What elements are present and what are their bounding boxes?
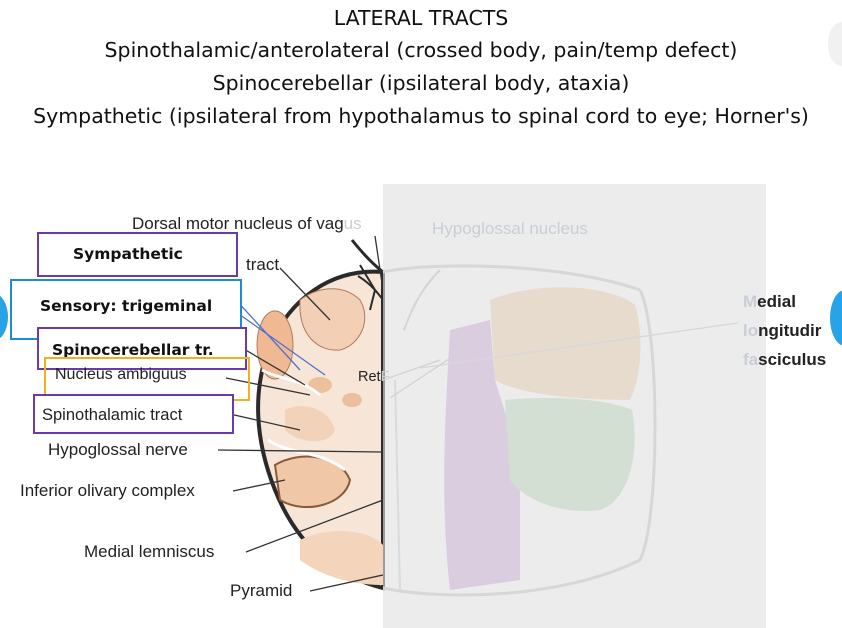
label-tract: tract	[246, 255, 280, 274]
label-mlf-line2: longitudir	[743, 321, 822, 340]
label-hypoglossal-nucleus: Hypoglossal nucleus	[432, 219, 588, 238]
label-medial-lemniscus: Medial lemniscus	[84, 542, 215, 561]
sensory-trigeminal-box-label: Sensory: trigeminal	[40, 297, 213, 315]
pyramid-region	[300, 530, 383, 585]
dorsal-nuclei-region	[299, 288, 366, 351]
next-slide-button[interactable]	[830, 290, 842, 346]
subtitle-sympathetic: Sympathetic (ipsilateral from hypothalam…	[33, 104, 809, 128]
sympathetic-box: Sympathetic	[37, 232, 238, 277]
label-inferior-olivary-complex: Inferior olivary complex	[20, 481, 195, 500]
spinocerebellar-box-label: Spinocerebellar tr.	[52, 341, 214, 359]
label-mlf-line3: fasciculus	[743, 350, 827, 369]
label-dorsal-motor-nucleus: Dorsal motor nucleus of vagus	[132, 214, 362, 233]
spinothalamic-box: Spinothalamic tract	[33, 394, 234, 434]
spinothalamic-region	[285, 406, 335, 442]
olivary-complex-region	[273, 455, 352, 509]
translucent-overlay	[383, 184, 766, 628]
label-hypoglossal-nerve: Hypoglossal nerve	[48, 440, 188, 459]
sympathetic-box-label: Sympathetic	[73, 245, 183, 263]
spinocerebellar-box: Spinocerebellar tr.	[37, 327, 247, 370]
spinothalamic-box-label: Spinothalamic tract	[42, 406, 183, 424]
slide-title: LATERAL TRACTS	[333, 6, 509, 30]
nucleus-ambiguus-box-label: Nucleus ambiguus	[55, 366, 187, 383]
label-reticular-formation: RetF	[358, 369, 390, 385]
label-mlf-line1: Medial	[743, 292, 796, 311]
trigeminal-region	[256, 310, 294, 380]
subtitle-spinocerebellar: Spinocerebellar (ipsilateral body, ataxi…	[212, 71, 630, 95]
label-pyramid: Pyramid	[230, 581, 293, 600]
subtitle-spinothalamic: Spinothalamic/anterolateral (crossed bod…	[104, 38, 738, 62]
previous-slide-button[interactable]	[0, 293, 8, 341]
menu-handle[interactable]	[828, 22, 842, 66]
